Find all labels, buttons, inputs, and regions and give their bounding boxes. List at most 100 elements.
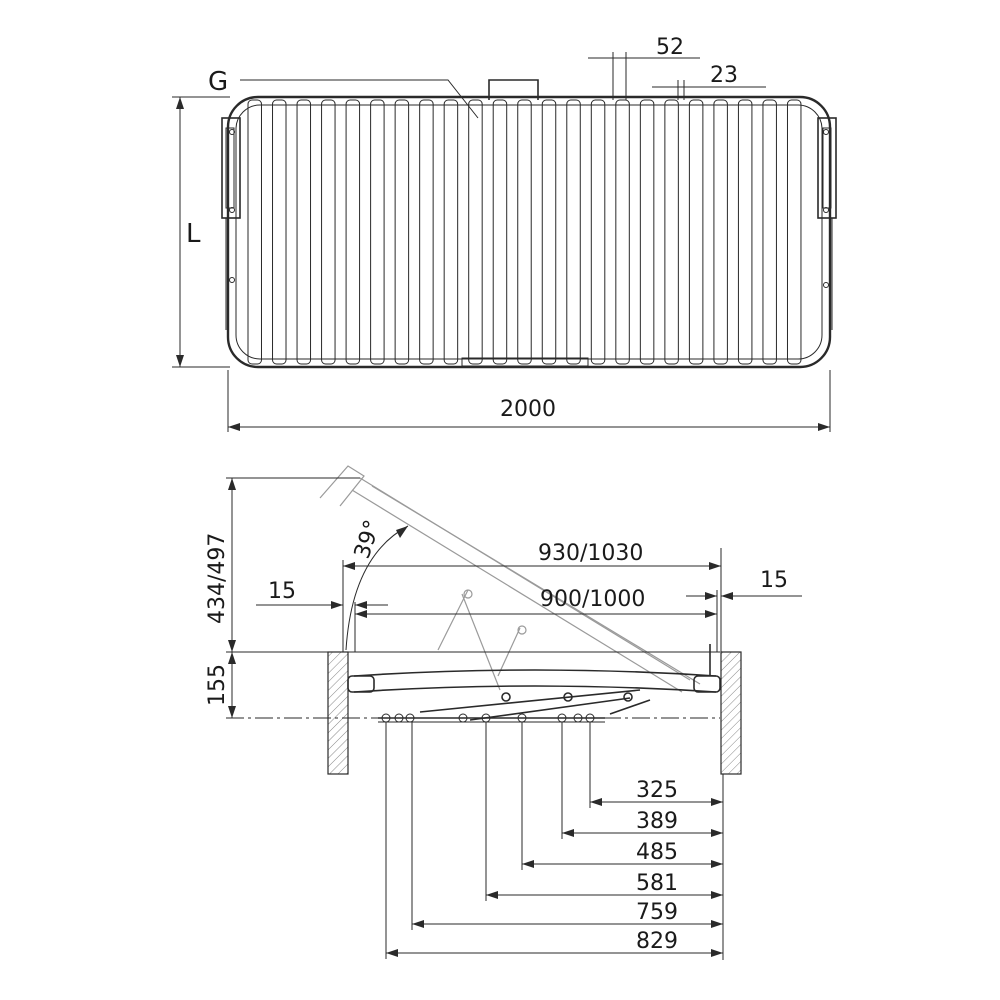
label-margin-left: 15 bbox=[268, 579, 296, 604]
label-g: G bbox=[208, 67, 228, 97]
raised-frame bbox=[319, 465, 701, 693]
label-raised-height: 434/497 bbox=[205, 533, 230, 624]
bottom-strap bbox=[461, 357, 589, 367]
base-dim-arrow-left bbox=[412, 920, 424, 928]
base-dim-arrow-right bbox=[711, 860, 723, 868]
l-arrow-top bbox=[176, 97, 184, 109]
slat bbox=[370, 99, 385, 365]
base-dim-label: 581 bbox=[636, 871, 678, 896]
slat bbox=[541, 99, 557, 365]
label-inner: 900/1000 bbox=[540, 587, 645, 612]
left-bracket bbox=[221, 117, 241, 219]
base-dim-label: 485 bbox=[636, 840, 678, 865]
margin-left-arrow-1 bbox=[331, 601, 343, 609]
frame-inner bbox=[235, 104, 823, 360]
slat bbox=[468, 99, 483, 365]
width-arrow-left bbox=[228, 423, 240, 431]
slat bbox=[590, 99, 606, 365]
pivot-1 bbox=[501, 692, 511, 702]
pivot-3 bbox=[623, 692, 633, 702]
width-arrow-right bbox=[818, 423, 830, 431]
left-bolt-3 bbox=[229, 277, 235, 283]
right-bracket bbox=[817, 117, 837, 219]
raised-pivot-1 bbox=[463, 589, 473, 599]
slat bbox=[615, 99, 630, 365]
slat bbox=[321, 99, 336, 365]
base-dim-label: 325 bbox=[636, 778, 678, 803]
base-dim-arrow-left bbox=[386, 949, 398, 957]
slat bbox=[664, 99, 679, 365]
base-dim-arrow-left bbox=[590, 798, 602, 806]
mattress-bottom bbox=[353, 685, 717, 693]
end-cap-left bbox=[347, 675, 375, 693]
base-dim-arrow-right bbox=[711, 949, 723, 957]
inner-arrow-right bbox=[705, 610, 717, 618]
lift-handle bbox=[488, 79, 539, 100]
top-view: L G 2000 52 23 bbox=[172, 35, 837, 432]
base-dim-arrow-left bbox=[562, 829, 574, 837]
lowered-frame bbox=[347, 644, 721, 721]
angle-arrow bbox=[396, 526, 408, 538]
slat bbox=[296, 99, 312, 365]
slat bbox=[443, 99, 459, 365]
slat bbox=[762, 99, 777, 365]
left-bolt-1 bbox=[229, 129, 235, 135]
right-bolt-1 bbox=[823, 129, 829, 135]
base-dim-arrow-left bbox=[522, 860, 534, 868]
base-dim-arrow-right bbox=[711, 829, 723, 837]
base-dim-group: 325 389 485 581 759 829 bbox=[385, 722, 723, 959]
raised-pivot-2 bbox=[517, 625, 527, 635]
label-angle: 39° bbox=[350, 517, 386, 562]
label-outer: 930/1030 bbox=[538, 541, 643, 566]
margin-right-arrow-1 bbox=[721, 592, 733, 600]
mechanism-arm-3 bbox=[609, 699, 651, 715]
g-leader bbox=[240, 79, 479, 119]
slat bbox=[517, 99, 532, 365]
frame-height-arrow-top bbox=[228, 652, 236, 664]
slat bbox=[419, 99, 434, 365]
raised-strut-1 bbox=[437, 589, 469, 651]
raised-rail-mid bbox=[371, 485, 701, 685]
slat bbox=[737, 99, 753, 365]
mattress-top bbox=[353, 669, 717, 677]
raised-height-arrow-bottom bbox=[228, 640, 236, 652]
right-wall bbox=[720, 651, 742, 775]
slat bbox=[394, 99, 410, 365]
label-margin-right: 15 bbox=[760, 568, 788, 593]
slat bbox=[639, 99, 655, 365]
slat bbox=[272, 99, 287, 365]
raised-rail-bottom bbox=[351, 489, 683, 693]
label-width: 2000 bbox=[500, 397, 556, 422]
label-l: L bbox=[186, 219, 201, 249]
slat-group bbox=[247, 99, 802, 365]
outer-arrow-left bbox=[343, 562, 355, 570]
slat bbox=[345, 99, 361, 365]
frame-outer bbox=[226, 95, 832, 369]
outer-arrow-right bbox=[709, 562, 721, 570]
l-arrow-bottom bbox=[176, 355, 184, 367]
raised-height-arrow-top bbox=[228, 478, 236, 490]
base-dim-arrow-right bbox=[711, 891, 723, 899]
label-frame-height: 155 bbox=[205, 664, 230, 706]
angle-arc bbox=[345, 525, 409, 651]
raised-hook bbox=[319, 465, 365, 507]
slat bbox=[566, 99, 581, 365]
label-gap: 23 bbox=[710, 63, 738, 88]
left-bolt-2 bbox=[229, 207, 235, 213]
mechanism-arm-2 bbox=[469, 697, 631, 721]
end-cap-right bbox=[693, 675, 721, 693]
left-wall bbox=[327, 651, 349, 775]
base-dim-arrow-right bbox=[711, 798, 723, 806]
base-dim-label: 829 bbox=[636, 929, 678, 954]
right-bolt-3 bbox=[823, 282, 829, 288]
inner-arrow-left bbox=[355, 610, 367, 618]
frame-height-arrow-bottom bbox=[228, 706, 236, 718]
pivot-2 bbox=[563, 692, 573, 702]
slat bbox=[492, 99, 508, 365]
slat bbox=[713, 99, 728, 365]
raised-strut-3 bbox=[461, 593, 501, 691]
mechanism-arm-1 bbox=[419, 689, 641, 713]
base-dim-label: 389 bbox=[636, 809, 678, 834]
base-dim-label: 759 bbox=[636, 900, 678, 925]
